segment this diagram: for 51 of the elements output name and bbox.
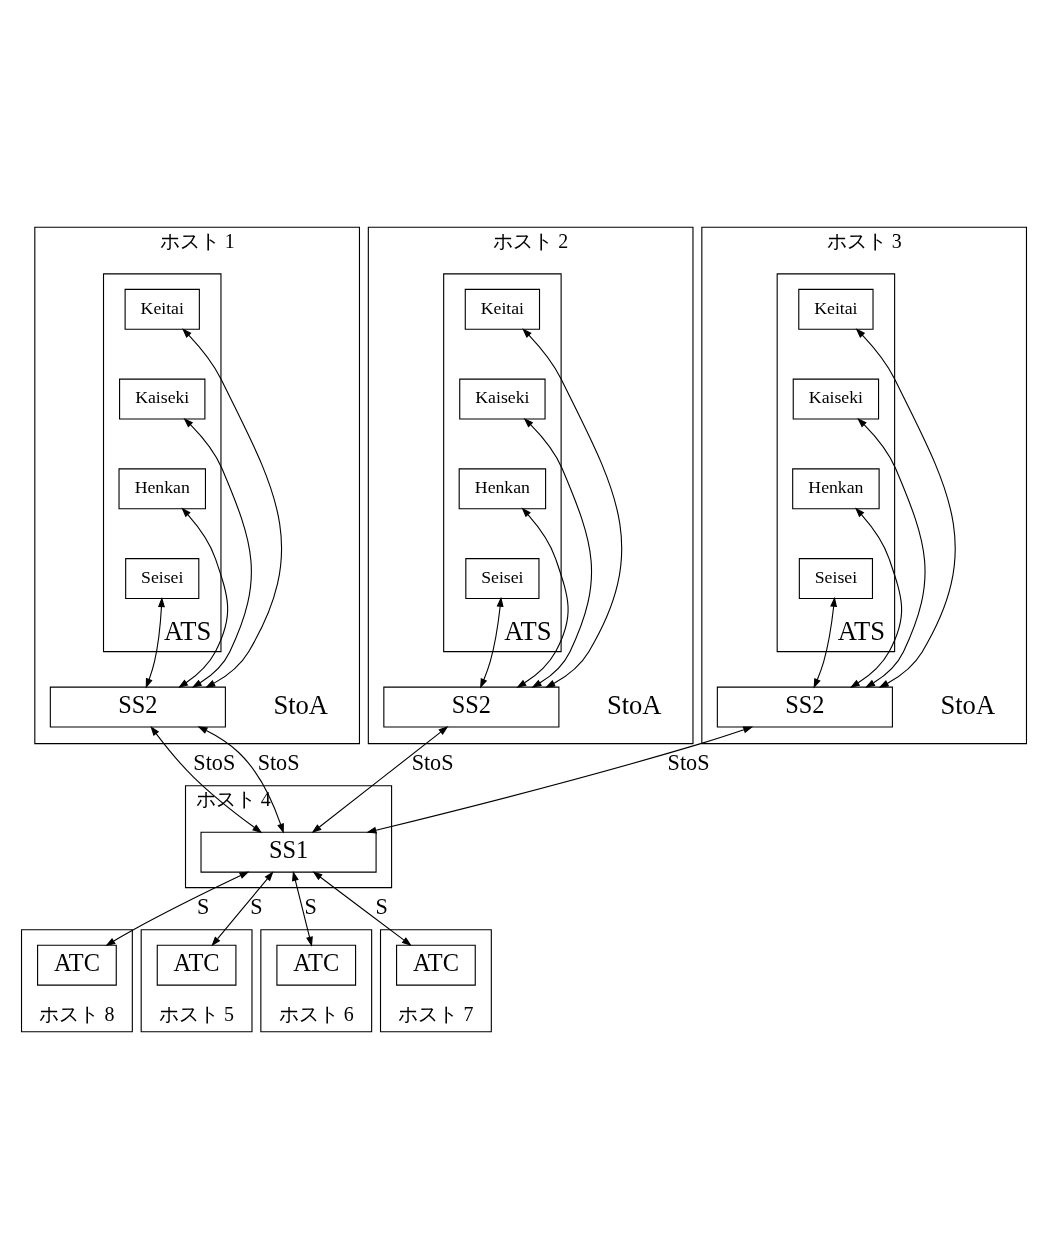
node-box: Seisei (465, 557, 540, 599)
arrow (183, 417, 252, 688)
arrow (105, 870, 250, 946)
edge-label: S (304, 893, 317, 919)
edge-label: StoS (193, 749, 236, 775)
node-box: Kaiseki (119, 378, 206, 420)
arrow (480, 596, 504, 688)
arrow (857, 417, 926, 688)
arrow (311, 725, 449, 833)
node-box: Kaiseki (459, 378, 546, 420)
arrow (197, 725, 284, 834)
node-box: Henkan (118, 467, 206, 509)
arrow (813, 596, 838, 688)
node-box: Seisei (798, 557, 874, 599)
node-box: SS2 (383, 686, 560, 728)
edge-label: S (250, 893, 263, 919)
node-box: SS2 (49, 686, 226, 728)
node-box: Seisei (125, 557, 200, 599)
arrow (178, 507, 229, 688)
arrow (366, 726, 754, 834)
edge-label: StoS (257, 749, 300, 775)
arrow (312, 870, 412, 946)
node-box: ATC (156, 944, 237, 986)
arrow (292, 870, 313, 947)
arrow (855, 327, 956, 688)
arrow (150, 725, 263, 833)
node-box: ATC (396, 944, 476, 986)
edge-label: StoS (411, 749, 454, 775)
node-box: ATC (276, 944, 357, 986)
arrow (182, 327, 282, 688)
edge-label: StoS (667, 749, 710, 775)
node-box: SS2 (716, 686, 893, 728)
arrow (523, 417, 593, 688)
node-box: Keitai (124, 288, 200, 330)
arrow (145, 596, 165, 688)
node-box: SS1 (200, 831, 377, 873)
label: StoA (273, 689, 329, 720)
arrow (849, 507, 903, 688)
arrow (522, 327, 622, 688)
arrow (516, 507, 569, 688)
node-box: Keitai (464, 288, 541, 330)
node-box: Keitai (798, 288, 874, 330)
node-box: Kaiseki (792, 378, 880, 420)
edge-label: S (375, 893, 388, 919)
node-box: Henkan (792, 467, 880, 509)
label: StoA (940, 689, 996, 720)
edge-label: S (197, 893, 210, 919)
arrow (211, 870, 274, 946)
label: StoA (606, 689, 662, 720)
node-box: Henkan (458, 467, 547, 509)
node-box: ATC (37, 944, 117, 986)
